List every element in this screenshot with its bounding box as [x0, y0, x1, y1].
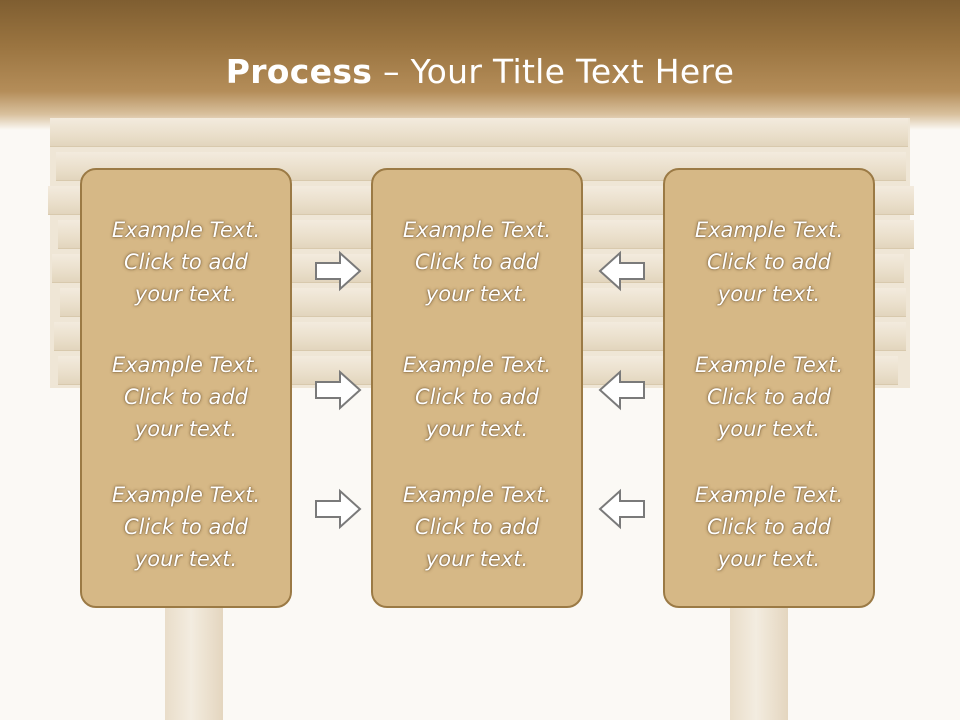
title-bold: Process — [225, 52, 373, 91]
text-line: your text. — [717, 547, 821, 571]
process-box-3[interactable]: Example Text. Click to add your text. Exam… — [663, 168, 875, 608]
text-placeholder[interactable]: Example Text. Click to add your text. — [82, 214, 290, 310]
text-line: Click to add — [706, 385, 831, 409]
text-line: Example Text. — [111, 483, 261, 507]
text-line: your text. — [717, 282, 821, 306]
text-line: Click to add — [414, 385, 539, 409]
text-placeholder[interactable]: Example Text. Click to add your text. — [665, 214, 873, 310]
text-line: your text. — [425, 417, 529, 441]
text-line: Click to add — [414, 515, 539, 539]
text-line: Click to add — [123, 515, 248, 539]
text-line: your text. — [134, 282, 238, 306]
text-line: Example Text. — [694, 353, 844, 377]
process-box-1[interactable]: Example Text. Click to add your text. Exam… — [80, 168, 292, 608]
title-rest: – Your Title Text Here — [372, 52, 735, 91]
text-line: Click to add — [123, 250, 248, 274]
text-line: your text. — [134, 417, 238, 441]
text-placeholder[interactable]: Example Text. Click to add your text. — [82, 479, 290, 575]
text-line: Example Text. — [111, 353, 261, 377]
title-bar — [0, 0, 960, 130]
text-line: your text. — [717, 417, 821, 441]
text-placeholder[interactable]: Example Text. Click to add your text. — [373, 479, 581, 575]
text-line: Example Text. — [402, 483, 552, 507]
text-placeholder[interactable]: Example Text. Click to add your text. — [665, 479, 873, 575]
process-box-2[interactable]: Example Text. Click to add your text. Exam… — [371, 168, 583, 608]
slide-title[interactable]: Process – Your Title Text Here — [0, 52, 960, 91]
right-arrow-icon — [315, 488, 362, 530]
right-arrow-icon — [315, 369, 362, 411]
text-line: Example Text. — [111, 218, 261, 242]
text-line: Example Text. — [402, 218, 552, 242]
right-arrow-icon — [315, 250, 362, 292]
text-line: your text. — [425, 547, 529, 571]
text-line: Click to add — [706, 250, 831, 274]
text-line: your text. — [425, 282, 529, 306]
text-placeholder[interactable]: Example Text. Click to add your text. — [665, 349, 873, 445]
left-arrow-icon — [598, 488, 645, 530]
text-line: Click to add — [414, 250, 539, 274]
left-arrow-icon — [598, 369, 645, 411]
text-line: Click to add — [706, 515, 831, 539]
left-arrow-icon — [598, 250, 645, 292]
text-line: Example Text. — [694, 218, 844, 242]
text-line: Click to add — [123, 385, 248, 409]
text-placeholder[interactable]: Example Text. Click to add your text. — [82, 349, 290, 445]
text-placeholder[interactable]: Example Text. Click to add your text. — [373, 349, 581, 445]
text-line: Example Text. — [694, 483, 844, 507]
text-line: your text. — [134, 547, 238, 571]
text-placeholder[interactable]: Example Text. Click to add your text. — [373, 214, 581, 310]
text-line: Example Text. — [402, 353, 552, 377]
